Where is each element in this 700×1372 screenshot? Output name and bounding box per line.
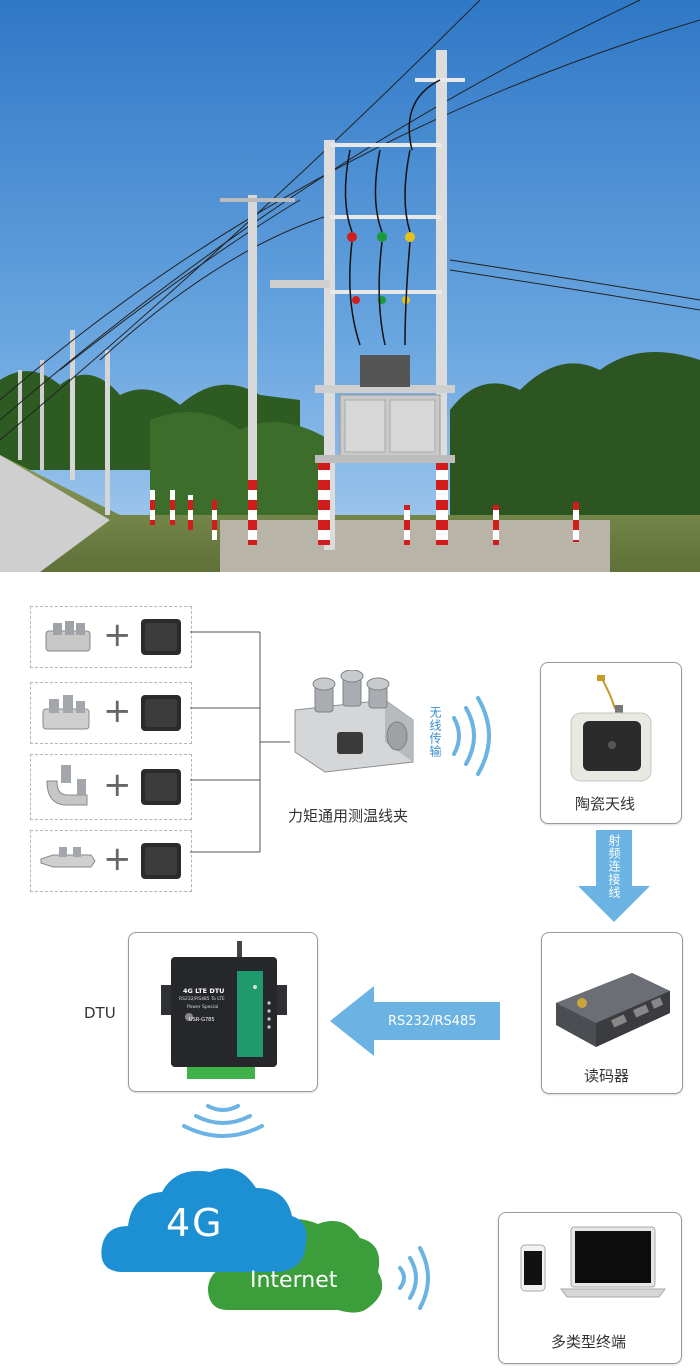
plus-icon: + (103, 765, 132, 805)
rf-cable-label: 射频连接线 (607, 834, 621, 899)
reader-box: 读码器 (541, 932, 683, 1094)
bracket-connector (190, 631, 290, 853)
reader-label: 读码器 (584, 1067, 630, 1085)
ceramic-antenna-image (570, 675, 652, 782)
reader-device-image (556, 973, 670, 1047)
clamp-icon (46, 765, 88, 806)
clamp-icon (42, 695, 90, 730)
rfid-tag-icon (141, 695, 181, 731)
rs-label: RS232/RS485 (388, 1014, 477, 1029)
rfid-tag-icon (141, 619, 181, 655)
dtu-box: 4G LTE DTU RS232/RS485 To LTE Power Spec… (128, 932, 318, 1092)
clamp-option-2: + (30, 682, 192, 744)
network-cloud (101, 1168, 383, 1313)
wireless-waves-icon (452, 696, 491, 776)
plus-icon: + (103, 615, 132, 655)
dtu-label: DTU (84, 1004, 116, 1022)
rfid-tag-icon (141, 843, 181, 879)
clamp-option-1: + (30, 606, 192, 668)
clamp-option-3: + (30, 754, 192, 820)
clamp-icon (40, 847, 96, 868)
wireless-label: 无线传输 (428, 706, 442, 758)
antenna-label: 陶瓷天线 (575, 795, 636, 813)
cloud-internet-text: Internet (250, 1268, 338, 1293)
plus-icon: + (103, 691, 132, 731)
dtu-signal-waves-icon (182, 1104, 264, 1138)
dtu-device-line1: 4G LTE DTU (183, 987, 225, 995)
dtu-device-line2: RS232/RS485 To LTE (179, 997, 225, 1002)
temperature-clamp-image (294, 670, 414, 773)
terminal-devices-image (520, 1226, 666, 1298)
rf-cable-arrow (578, 830, 650, 922)
terminal-box: 多类型终端 (498, 1212, 682, 1364)
plus-icon: + (103, 839, 132, 879)
terminal-signal-waves-icon (398, 1246, 430, 1310)
antenna-box: 陶瓷天线 (540, 662, 682, 824)
cloud-4g-text: 4G (166, 1201, 224, 1245)
rs-arrow (330, 986, 500, 1056)
terminal-label: 多类型终端 (551, 1333, 627, 1351)
substation-photo (0, 0, 700, 572)
clamp-icon (45, 621, 91, 652)
rfid-tag-icon (141, 769, 181, 805)
dtu-device-line3: Power Special (187, 1005, 219, 1010)
clamp-label: 力矩通用测温线夹 (288, 807, 409, 825)
clamp-option-4: + (30, 830, 192, 892)
dtu-device-model: USR-G785 (189, 1017, 215, 1023)
dtu-device-image (161, 941, 287, 1079)
